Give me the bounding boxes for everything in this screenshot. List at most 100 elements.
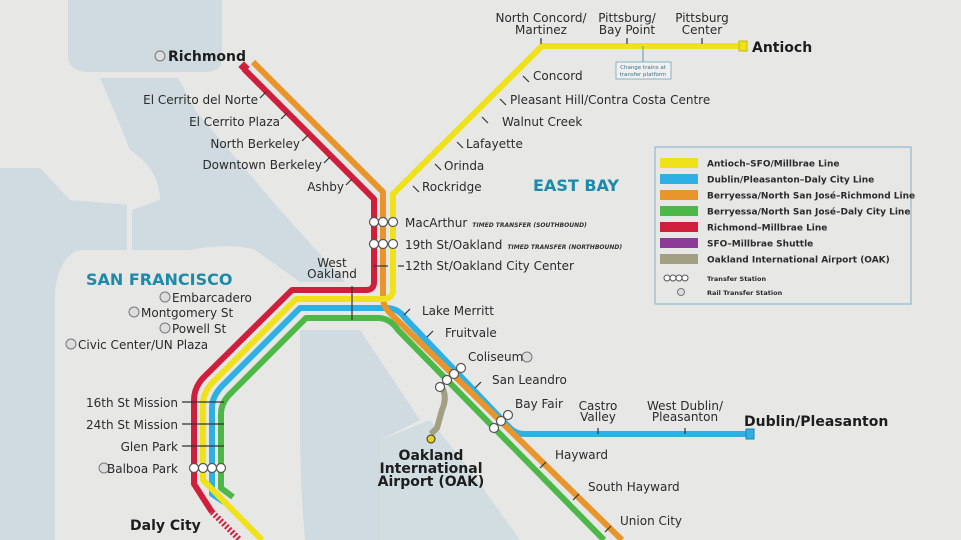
station-tick <box>412 185 420 193</box>
line-red-extension <box>209 509 243 540</box>
station-bay-fair[interactable]: Bay Fair <box>515 397 563 411</box>
station-concord[interactable]: Concord <box>533 69 583 83</box>
station-daly-city[interactable]: Daly City <box>130 518 201 534</box>
station-north-berkeley[interactable]: North Berkeley <box>210 137 300 151</box>
legend-swatch <box>660 222 698 232</box>
region-east-bay: EAST BAY <box>533 176 619 195</box>
station-tick <box>474 381 482 389</box>
station-antioch[interactable]: Antioch <box>752 40 812 56</box>
lines <box>191 40 755 540</box>
legend-swatch <box>660 158 698 168</box>
station-ticks <box>182 38 703 533</box>
legend-label: Berryessa/North San José–Daly City Line <box>707 207 910 218</box>
rail-transfer-icons <box>65 50 533 474</box>
rail-icon-coliseum <box>521 351 533 363</box>
station-oak-2[interactable]: International <box>379 461 482 477</box>
region-san-francisco: SAN FRANCISCO <box>86 270 232 289</box>
legend-label: Berryessa/North San José–Richmond Line <box>707 191 915 202</box>
transfer-bay-fair <box>488 409 514 434</box>
legend-swatch <box>660 190 698 200</box>
line-blue <box>209 305 750 505</box>
station-glen-park[interactable]: Glen Park <box>121 440 178 454</box>
water-central-bay <box>100 78 345 282</box>
station-west-dublin-1[interactable]: West Dublin/ <box>647 399 724 413</box>
rail-icon-balboa <box>98 462 110 474</box>
station-embarcadero[interactable]: Embarcadero <box>172 291 252 305</box>
line-green <box>218 315 607 540</box>
station-lake-merritt[interactable]: Lake Merritt <box>422 304 494 318</box>
station-west-oakland-2[interactable]: Oakland <box>307 267 357 281</box>
rail-icon-embarcadero <box>159 291 171 303</box>
station-tick <box>481 116 489 124</box>
transfer-macarthur <box>368 216 399 228</box>
station-downtown-berkeley[interactable]: Downtown Berkeley <box>202 158 322 172</box>
station-tick <box>539 461 547 469</box>
station-oak-1[interactable]: Oakland <box>399 448 464 464</box>
station-montgomery[interactable]: Montgomery St <box>141 306 234 320</box>
station-rockridge[interactable]: Rockridge <box>422 180 482 194</box>
water-north-bay <box>68 0 222 72</box>
legend-label: Antioch–SFO/Millbrae Line <box>707 160 840 170</box>
station-oak-3[interactable]: Airport (OAK) <box>378 474 485 490</box>
note-line2: transfer platform <box>620 72 667 78</box>
timed-transfer-southbound: TIMED TRANSFER (SOUTHBOUND) <box>472 222 587 229</box>
station-west-oakland-1[interactable]: West <box>317 256 347 270</box>
station-castro-valley-2[interactable]: Valley <box>580 410 616 424</box>
station-civic-center[interactable]: Civic Center/UN Plaza <box>78 338 208 352</box>
macarthur-name: MacArthur <box>405 216 467 230</box>
station-tick <box>301 134 309 142</box>
station-north-concord-1[interactable]: North Concord/ <box>495 11 587 25</box>
station-tick <box>499 98 507 106</box>
station-san-leandro[interactable]: San Leandro <box>492 373 567 387</box>
station-tick <box>403 308 411 316</box>
station-16th-st-mission[interactable]: 16th St Mission <box>86 396 178 410</box>
legend-swatch <box>660 254 698 264</box>
station-tick <box>323 156 331 164</box>
legend-transfer-icon <box>663 274 689 282</box>
line-yellow <box>200 43 742 540</box>
station-union-city[interactable]: Union City <box>620 514 682 528</box>
legend-swatch <box>660 238 698 248</box>
legend-swatch <box>660 174 698 184</box>
rail-icon-civic-center <box>65 338 77 350</box>
station-el-cerrito-plaza[interactable]: El Cerrito Plaza <box>189 115 280 129</box>
legend-transfer-station: Transfer Station <box>707 275 766 283</box>
station-castro-valley-1[interactable]: Castro <box>579 399 618 413</box>
station-ashby[interactable]: Ashby <box>307 180 344 194</box>
station-lafayette[interactable]: Lafayette <box>466 137 523 151</box>
station-coliseum[interactable]: Coliseum <box>468 350 523 364</box>
legend-label: Dublin/Pleasanton–Daly City Line <box>707 176 874 186</box>
station-orinda[interactable]: Orinda <box>444 159 484 173</box>
station-pittsburg-center-2[interactable]: Center <box>682 23 722 37</box>
station-hayward[interactable]: Hayward <box>555 448 608 462</box>
station-12th-st[interactable]: 12th St/Oakland City Center <box>405 259 574 273</box>
station-south-hayward[interactable]: South Hayward <box>588 480 680 494</box>
legend-label: Oakland International Airport (OAK) <box>707 256 890 266</box>
station-fruitvale[interactable]: Fruitvale <box>445 326 497 340</box>
station-west-dublin-2[interactable]: Pleasanton <box>652 410 718 424</box>
station-richmond[interactable]: Richmond <box>168 49 246 65</box>
station-dublin-pleasanton[interactable]: Dublin/Pleasanton <box>744 414 888 430</box>
station-el-cerrito-del-norte[interactable]: El Cerrito del Norte <box>143 93 258 107</box>
station-pittsburg-bay-point-2[interactable]: Bay Point <box>599 23 656 37</box>
rail-icon-powell <box>159 322 171 334</box>
station-pittsburg-bay-point-1[interactable]: Pittsburg/ <box>598 11 657 25</box>
station-pleasant-hill[interactable]: Pleasant Hill/Contra Costa Centre <box>510 93 710 107</box>
station-macarthur[interactable]: MacArthur TIMED TRANSFER (SOUTHBOUND) <box>405 216 587 230</box>
timed-transfer-northbound: TIMED TRANSFER (NORTHBOUND) <box>507 244 622 251</box>
station-balboa-park[interactable]: Balboa Park <box>107 462 178 476</box>
station-tick <box>345 178 353 186</box>
station-24th-st-mission[interactable]: 24th St Mission <box>86 418 178 432</box>
station-pittsburg-center-1[interactable]: Pittsburg <box>675 11 729 25</box>
rail-icon-richmond <box>154 50 166 62</box>
station-tick <box>280 112 288 120</box>
station-north-concord-2[interactable]: Martinez <box>515 23 567 37</box>
station-walnut-creek[interactable]: Walnut Creek <box>502 115 582 129</box>
station-powell[interactable]: Powell St <box>172 322 226 336</box>
legend-label: SFO–Millbrae Shuttle <box>707 240 813 250</box>
legend-items: Antioch–SFO/Millbrae LineDublin/Pleasant… <box>660 158 915 266</box>
note-box <box>615 61 672 80</box>
station-tick <box>456 141 464 149</box>
